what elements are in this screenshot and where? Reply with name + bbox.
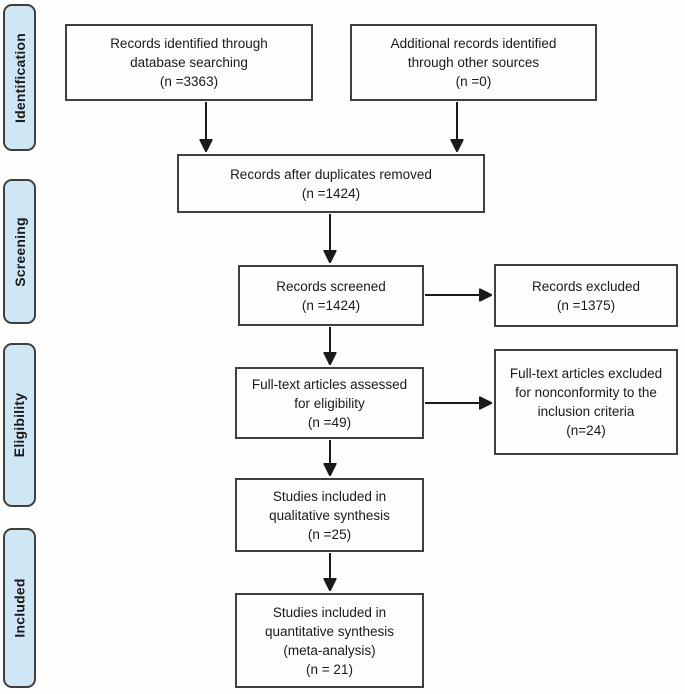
stage-eligibility: Eligibility xyxy=(3,343,36,507)
box-count: (n =1424) xyxy=(301,185,361,201)
box-count: (n =25) xyxy=(307,526,352,542)
box-records-after-duplicates-removed: Records after duplicates removed (n =142… xyxy=(177,154,485,213)
stage-label: Eligibility xyxy=(11,392,28,458)
box-additional-records-other-sources: Additional records identified through ot… xyxy=(350,24,597,101)
box-records-identified-database: Records identified through database sear… xyxy=(65,24,313,101)
box-text-line: Records identified through xyxy=(110,36,268,51)
box-fulltext-articles-excluded: Full-text articles excluded for nonconfo… xyxy=(494,349,678,455)
box-text-line: inclusion criteria xyxy=(537,404,635,419)
box-text-line: Records screened xyxy=(276,278,386,294)
stage-label: Identification xyxy=(11,32,28,123)
box-count: (n =1375) xyxy=(556,297,616,313)
stage-included: Included xyxy=(3,528,36,688)
box-text-line: Full-text articles excluded xyxy=(509,366,663,381)
box-text-line: (meta-analysis) xyxy=(283,642,376,658)
box-text-line: database searching xyxy=(130,55,248,70)
box-count: (n = 21) xyxy=(306,661,353,677)
box-records-screened: Records screened (n =1424) xyxy=(238,265,424,326)
box-text-line: Additional records identified xyxy=(390,36,557,51)
box-text-line: quantitative synthesis xyxy=(264,623,395,639)
box-text-line: Studies included in xyxy=(272,488,387,504)
box-text-line: Full-text articles assessed xyxy=(251,376,408,392)
box-text-line: through other sources xyxy=(407,55,540,70)
box-count: (n =3363) xyxy=(159,74,219,89)
box-records-excluded: Records excluded (n =1375) xyxy=(494,264,678,327)
box-text-line: qualitative synthesis xyxy=(269,507,390,523)
box-count: (n =1424) xyxy=(301,297,361,313)
box-fulltext-articles-assessed: Full-text articles assessed for eligibil… xyxy=(235,367,424,439)
stage-screening: Screening xyxy=(3,179,36,324)
box-count: (n=24) xyxy=(566,423,606,438)
box-studies-qualitative-synthesis: Studies included in qualitative synthesi… xyxy=(235,478,424,552)
stage-label: Included xyxy=(11,578,28,638)
box-text-line: Records excluded xyxy=(531,278,641,294)
box-text-line: for nonconformity to the xyxy=(515,385,657,400)
stage-identification: Identification xyxy=(3,4,36,151)
box-text-line: for eligibility xyxy=(294,395,365,411)
box-text-line: Studies included in xyxy=(272,604,387,620)
stage-label: Screening xyxy=(11,216,28,287)
box-text-line: Records after duplicates removed xyxy=(230,166,432,182)
box-studies-quantitative-synthesis: Studies included in quantitative synthes… xyxy=(235,593,424,688)
box-count: (n =49) xyxy=(307,414,352,430)
box-count: (n =0) xyxy=(455,74,492,89)
